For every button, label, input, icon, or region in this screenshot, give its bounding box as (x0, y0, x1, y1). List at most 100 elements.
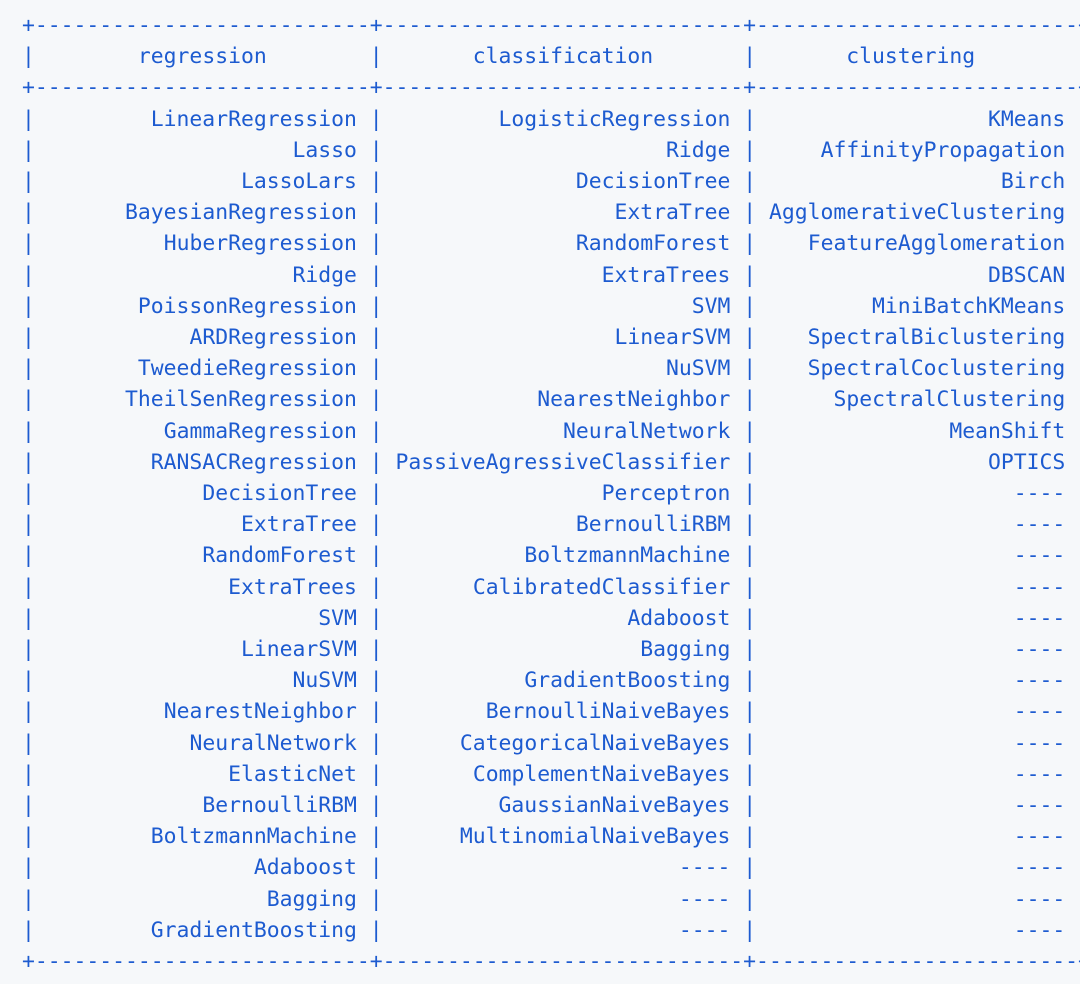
table-cell: BernoulliRBM (575, 512, 731, 538)
column-separator: | (743, 793, 757, 819)
column-separator: | (22, 106, 35, 132)
table-cell: ---- (1013, 730, 1066, 756)
table-row: | HuberRegression | RandomForest | Featu… (22, 231, 1080, 256)
table-row: | Ridge | ExtraTrees | DBSCAN | (22, 263, 1080, 288)
column-separator: | (369, 293, 383, 319)
table-row: | NearestNeighbor | BernoulliNaiveBayes … (22, 699, 1080, 724)
column-separator: | (1078, 824, 1080, 849)
table-row: | LassoLars | DecisionTree | Birch | (22, 169, 1080, 194)
column-separator: | (743, 293, 757, 319)
column-separator: | (22, 668, 35, 694)
column-separator: | (1078, 263, 1080, 288)
column-separator: | (743, 574, 757, 600)
column-separator: | (743, 824, 757, 850)
table-row: | Bagging | ---- | ---- | (22, 887, 1080, 912)
table-row: | DecisionTree | Perceptron | ---- | (22, 481, 1080, 506)
table-cell: DecisionTree (575, 169, 731, 195)
table-cell: LinearSVM (240, 637, 357, 663)
table-row: | ARDRegression | LinearSVM | SpectralBi… (22, 325, 1080, 350)
column-separator: | (22, 200, 35, 226)
column-separator: | (369, 699, 383, 725)
table-cell: LinearRegression (150, 106, 357, 132)
table-cell: GaussianNaiveBayes (498, 793, 731, 819)
table-row: | NuSVM | GradientBoosting | ---- | (22, 668, 1080, 693)
table-cell: ---- (1013, 824, 1066, 850)
column-separator: | (1078, 793, 1080, 818)
column-separator: | (1078, 887, 1080, 912)
column-separator: | (369, 418, 383, 444)
table-cell: Adaboost (627, 605, 731, 631)
table-cell: ExtraTrees (228, 574, 357, 600)
table-cell: ---- (1013, 761, 1066, 787)
table-cell: BoltzmannMachine (150, 824, 357, 850)
column-separator: | (1078, 668, 1080, 693)
table-row: | Adaboost | ---- | ---- | (22, 855, 1080, 880)
column-separator: | (369, 637, 383, 663)
table-cell: GradientBoosting (150, 917, 357, 943)
column-separator: | (22, 449, 35, 475)
column-separator: | (22, 886, 35, 912)
column-separator: | (369, 668, 383, 694)
table-cell: BernoulliNaiveBayes (485, 699, 731, 725)
column-separator: | (369, 449, 383, 475)
column-separator: | (743, 605, 757, 631)
table-cell: TweedieRegression (137, 356, 357, 382)
column-separator: | (22, 855, 35, 881)
column-separator: | (1078, 481, 1080, 506)
column-separator: | (743, 169, 757, 195)
column-separator: | (22, 730, 35, 756)
column-separator: | (1078, 918, 1080, 943)
table-cell: LogisticRegression (498, 106, 731, 132)
column-separator: | (22, 231, 35, 257)
column-separator: | (743, 137, 757, 163)
column-separator: | (369, 387, 383, 413)
column-separator: | (743, 917, 757, 943)
column-separator: | (22, 44, 35, 70)
table-cell: PassiveAgressiveClassifier (395, 449, 731, 475)
column-separator: | (1078, 512, 1080, 537)
column-separator: | (22, 637, 35, 663)
table-cell: RandomForest (575, 231, 731, 257)
table-cell: ---- (1013, 512, 1066, 538)
column-separator: | (1078, 325, 1080, 350)
table-cell: FeatureAgglomeration (807, 231, 1066, 257)
table-cell: ---- (1013, 886, 1066, 912)
table-cell: ElasticNet (228, 761, 357, 787)
table-cell: AffinityPropagation (820, 137, 1066, 163)
table-cell: BernoulliRBM (202, 793, 357, 819)
table-row: | ElasticNet | ComplementNaiveBayes | --… (22, 762, 1080, 787)
column-separator: | (743, 106, 757, 132)
column-separator: | (22, 917, 35, 943)
column-separator: | (369, 543, 383, 569)
column-separator: | (1078, 606, 1080, 631)
column-separator: | (743, 387, 757, 413)
column-separator: | (1078, 294, 1080, 319)
column-separator: | (369, 106, 383, 132)
column-separator: | (369, 824, 383, 850)
column-separator: | (1078, 543, 1080, 568)
table-row: | LinearSVM | Bagging | ---- | (22, 637, 1080, 662)
table-cell: TheilSenRegression (125, 387, 357, 413)
column-separator: | (743, 512, 757, 538)
column-separator: | (743, 481, 757, 507)
table-cell: LinearSVM (614, 325, 731, 351)
table-cell: NearestNeighbor (537, 387, 731, 413)
table-cell: RandomForest (202, 543, 357, 569)
column-separator: | (22, 512, 35, 538)
table-cell: SpectralBiclustering (807, 325, 1066, 351)
column-separator: | (369, 169, 383, 195)
table-row: | BayesianRegression | ExtraTree | Agglo… (22, 200, 1080, 225)
table-cell: ---- (1013, 668, 1066, 694)
column-separator: | (743, 761, 757, 787)
column-separator: | (22, 574, 35, 600)
table-cell: SpectralClustering (833, 387, 1066, 413)
column-separator: | (369, 730, 383, 756)
table-cell: Bagging (640, 637, 731, 663)
table-cell: Adaboost (253, 855, 357, 881)
header-row: | regression | classification | clusteri… (22, 44, 1080, 69)
table-cell: BoltzmannMachine (524, 543, 731, 569)
column-separator: | (1078, 762, 1080, 787)
column-separator: | (22, 793, 35, 819)
table-row: | RandomForest | BoltzmannMachine | ----… (22, 543, 1080, 568)
table-cell: ---- (678, 855, 731, 881)
